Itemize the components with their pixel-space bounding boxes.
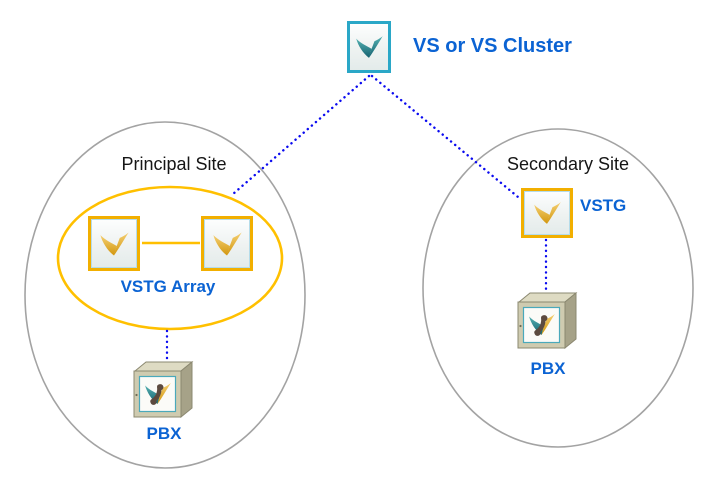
- secondary-vstg-node: [521, 188, 573, 238]
- principal-pbx-label: PBX: [146, 424, 182, 443]
- secondary-site-label: Secondary Site: [506, 154, 630, 174]
- pbx-box-icon: [517, 291, 578, 350]
- secondary-pbx-label: PBX: [530, 359, 566, 378]
- vstg-array-boundary: [56, 185, 284, 331]
- phone-handset-icon: [150, 384, 164, 405]
- vstg-logo-icon: [534, 202, 561, 224]
- secondary-vstg-label: VSTG: [580, 196, 627, 215]
- secondary-site-boundary: [422, 128, 694, 448]
- phone-handset-icon: [534, 315, 548, 336]
- vs-cluster-node: [347, 21, 391, 73]
- connection-vs-to-principal: [231, 74, 371, 196]
- vstg-logo-icon: [100, 231, 129, 256]
- vstg-node-2: [201, 216, 253, 271]
- principal-site-label: Principal Site: [121, 154, 227, 174]
- connection-vs-to-secondary: [370, 74, 520, 199]
- vstg-array-label: VSTG Array: [120, 277, 216, 296]
- vstg-node-1: [88, 216, 140, 271]
- principal-pbx-node: [132, 359, 195, 424]
- vs-cluster-label: VS or VS Cluster: [413, 35, 572, 57]
- principal-site-boundary: [24, 121, 306, 469]
- vstg-logo-icon: [213, 231, 242, 256]
- pbx-box-icon: [133, 360, 194, 419]
- secondary-pbx-node: [516, 290, 579, 355]
- vs-logo-icon: [356, 36, 383, 58]
